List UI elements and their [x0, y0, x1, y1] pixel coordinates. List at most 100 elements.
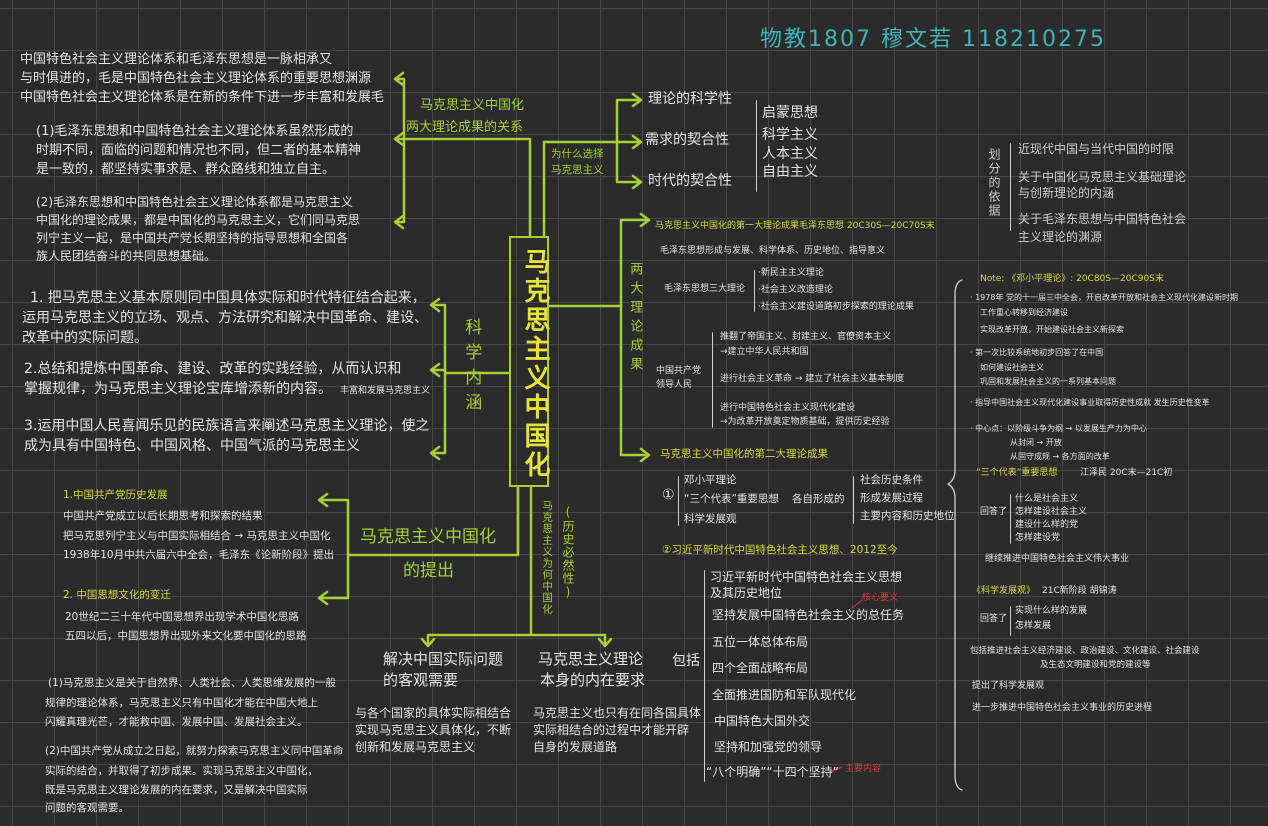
brace-item: 自由主义 — [762, 164, 818, 180]
need-b-text: 自身的发展道路 — [533, 740, 618, 754]
brace — [1010, 606, 1011, 636]
why-label-2: 马克思主义 — [551, 164, 604, 176]
main-note: 主要内容 — [845, 764, 882, 774]
sci-title: 《科学发展观》 — [972, 586, 1036, 596]
central-topic-box[interactable]: 马克思主义中国化 — [509, 236, 550, 487]
connotation-1: 1. 把马克思主义基本原则同中国具体实际和时代特征结合起来， — [30, 290, 426, 306]
central-topic: 马克思主义中国化 — [520, 248, 550, 480]
need-a-text: 实现马克思主义具体化，不断 — [355, 723, 512, 737]
relation-label-2: 两大理论成果的关系 — [406, 120, 524, 135]
three-title: “三个代表”重要思想 — [976, 468, 1058, 478]
include-item: 及其历史地位 — [710, 586, 783, 600]
include-item: 坚持和加强党的领导 — [714, 740, 823, 754]
necessity-p2: 既是马克思主义理论发展的内在要求，又是解决中国实际 — [45, 784, 308, 796]
division-item: 关于中国化马克思主义基础理论 — [1018, 170, 1187, 184]
sci-include: 包括推进社会主义经济建设、政治建设、文化建设、社会建设 — [970, 646, 1200, 656]
note-line: 工作重心转移到经济建设 — [980, 308, 1068, 317]
need-b-title: 马克思主义理论 — [538, 650, 644, 668]
why-item-3[interactable]: 时代的契合性 — [648, 173, 732, 189]
answer-item: 建设什么样的党 — [1015, 520, 1079, 530]
relation-label-1: 马克思主义中国化 — [420, 98, 525, 113]
note-line: 从固守成规 → 各方面的改革 — [1010, 452, 1110, 461]
author-title: 物教1807 穆文若 118210275 — [760, 27, 1106, 52]
why-item-2[interactable]: 需求的契合性 — [645, 132, 729, 148]
party-item: 进行社会主义革命 → 建立了社会主义基本制度 — [720, 374, 905, 384]
necessity-p2: 实际的结合，并取得了初步成果。实现马克思主义中国化， — [45, 765, 318, 777]
first-result-title[interactable]: 马克思主义中国化的第一大理论成果毛泽东思想 20C30S—20C70S末 — [655, 221, 935, 231]
deng-title: Note: 《邓小平理论》: 20C80S—20C90S末 — [980, 274, 1164, 284]
need-b-title: 本身的内在要求 — [540, 671, 646, 689]
division-item: 主义理论的渊源 — [1018, 230, 1103, 244]
note-line: 如何建设社会主义 — [980, 363, 1044, 372]
proposal-label-2: 的提出 — [403, 561, 454, 581]
text-line: 中国特色社会主义理论体系和毛泽东思想是一脉相承又 — [20, 52, 333, 67]
include-item: 坚持发展中国特色社会主义的总任务 — [712, 608, 905, 622]
mao-theory: ·新民主主义理论 — [758, 268, 824, 278]
include-item: 中国特色大国外交 — [714, 714, 811, 728]
include-item: “八个明确”“十四个坚持” — [706, 765, 839, 779]
party-item: →为改革开放奠定物质基础，提供历史经验 — [720, 417, 890, 427]
brace — [754, 270, 755, 312]
need-b-text: 马克思主义也只有在同各国具体 — [533, 706, 702, 720]
sci-include: 及生态文明建设和党的建设等 — [1040, 660, 1151, 670]
brace — [712, 332, 713, 428]
brace — [756, 100, 757, 192]
proposal-h2: 2. 中国思想文化的变迁 — [63, 589, 171, 601]
note-line: · 1978年 党的十一届三中全会，开启改革开放和社会主义现代化建设新时期 — [970, 293, 1238, 302]
party-item: 进行中国特色社会主义现代化建设 — [720, 403, 856, 413]
answer-item: 怎样建设党 — [1015, 533, 1061, 543]
party-label-2: 领导人民 — [656, 380, 693, 390]
each-item: 主要内容和历史地位 — [860, 510, 955, 522]
theory-item: 邓小平理论 — [684, 474, 737, 486]
two-results-label: 两大理论成果 — [627, 262, 643, 376]
need-b-text: 实际相结合的过程中才能开辟 — [533, 723, 690, 737]
connotation-1: 改革中的实际问题。 — [22, 330, 148, 346]
sci-tail: 进一步推进中国特色社会主义事业的历史进程 — [972, 703, 1153, 713]
text-line: (2)毛泽东思想和中国特色社会主义理论体系都是马克思主义 — [36, 195, 354, 209]
division-item: 与创新理论的内涵 — [1018, 186, 1115, 200]
second-result-title[interactable]: 马克思主义中国化的第二大理论成果 — [660, 448, 828, 460]
text-line: 是一致的，都坚持实事求是、群众路线和独立自主。 — [36, 162, 336, 177]
text-line: 中国化的理论成果，都是中国化的马克思主义，它们同马克思 — [36, 213, 361, 227]
note-line: · 第一次比较系统地初步回答了在中国 — [970, 348, 1104, 357]
brace — [853, 476, 854, 524]
connotation-2-note: 丰富和发展马克思主义 — [340, 386, 431, 396]
text-line: 中国特色社会主义理论体系是在新的条件下进一步丰富和发展毛 — [20, 90, 385, 105]
connotation-3: 成为具有中国特色、中国风格、中国气派的马克思主义 — [24, 438, 360, 454]
proposal-line: 20世纪二三十年代中国思想界出现学术中国化思路 — [65, 611, 299, 623]
include-item: 习近平新时代中国特色社会主义思想 — [710, 570, 903, 584]
each-label: 各自形成的 — [792, 493, 845, 505]
connotation-1: 运用马克思主义的立场、观点、方法研究和解决中国革命、建设、 — [22, 310, 428, 326]
answer-item: 什么是社会主义 — [1015, 494, 1079, 504]
answer-item: 实现什么样的发展 — [1015, 606, 1088, 616]
core-note: 核心要义 — [862, 593, 899, 603]
need-a-text: 创新和发展马克思主义 — [355, 740, 476, 754]
connotation-2: 2.总结和提炼中国革命、建设、改革的实践经验，从而认识和 — [24, 361, 402, 377]
brace-item: 人本主义 — [762, 146, 818, 162]
note-line: 巩固和发展社会主义的一系列基本问题 — [980, 377, 1116, 386]
party-label-1: 中国共产党 — [656, 366, 702, 376]
sci-meta: 21C新阶段 胡锦涛 — [1042, 586, 1117, 596]
answer-label: 回答了 — [980, 507, 1008, 517]
why-item-1[interactable]: 理论的科学性 — [648, 91, 732, 107]
mao-three-label: 毛泽东思想三大理论 — [664, 284, 746, 294]
division-item: 关于毛泽东思想与中国特色社会 — [1018, 212, 1187, 226]
mao-theory: ·社会主义改造理论 — [758, 285, 833, 295]
xi-title[interactable]: ②习近平新时代中国特色社会主义思想、2012至今 — [662, 544, 898, 556]
brace — [1010, 143, 1011, 231]
each-item: 形成发展过程 — [860, 492, 923, 504]
answer-label-2: 回答了 — [980, 614, 1008, 624]
each-item: 社会历史条件 — [860, 474, 923, 486]
include-label: 包括 — [672, 653, 700, 669]
note-line: 实现改革开放，开始建设社会主义新探索 — [980, 325, 1124, 334]
connotation-2: 掌握规律，为马克思主义理论宝库增添新的内容。 — [24, 381, 332, 397]
three-tail: 继续推进中国特色社会主义伟大事业 — [985, 554, 1130, 564]
theory-item: 科学发展观 — [684, 513, 737, 525]
division-label: 划分的依据 — [987, 148, 1001, 218]
proposal-h1: 1.中国共产党历史发展 — [63, 489, 168, 501]
text-line: 族人民团结奋斗的共同思想基础。 — [36, 249, 217, 263]
division-item: 近现代中国与当代中国的时限 — [1018, 142, 1175, 156]
necessity-label: 马克思主义为何中国化 — [541, 500, 554, 615]
proposal-line: 中国共产党成立以后长期思考和探索的结果 — [63, 510, 263, 522]
